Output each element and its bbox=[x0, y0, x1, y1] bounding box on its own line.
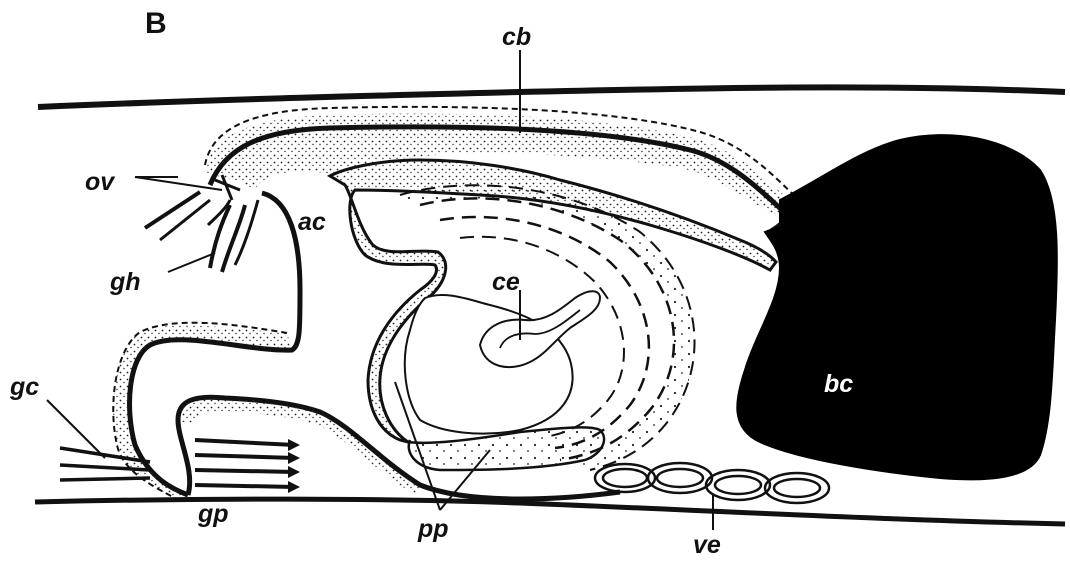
body-wall-top bbox=[38, 87, 1065, 107]
label-ce: ce bbox=[492, 268, 520, 296]
label-gc: gc bbox=[9, 373, 39, 401]
panel-label: B bbox=[145, 7, 167, 40]
ejaculatory-duct bbox=[480, 291, 600, 367]
label-gh: gh bbox=[109, 268, 141, 296]
label-pp: pp bbox=[417, 515, 449, 543]
label-gp: gp bbox=[197, 500, 229, 528]
label-ac: ac bbox=[298, 208, 326, 236]
label-bc: bc bbox=[824, 370, 853, 398]
body-wall-bottom bbox=[35, 499, 1065, 524]
gp-arrowheads bbox=[288, 439, 300, 493]
label-ve: ve bbox=[693, 531, 721, 559]
label-cb: cb bbox=[502, 23, 531, 51]
label-ov: ov bbox=[85, 168, 116, 196]
gp-muscle-arrows bbox=[195, 440, 295, 487]
